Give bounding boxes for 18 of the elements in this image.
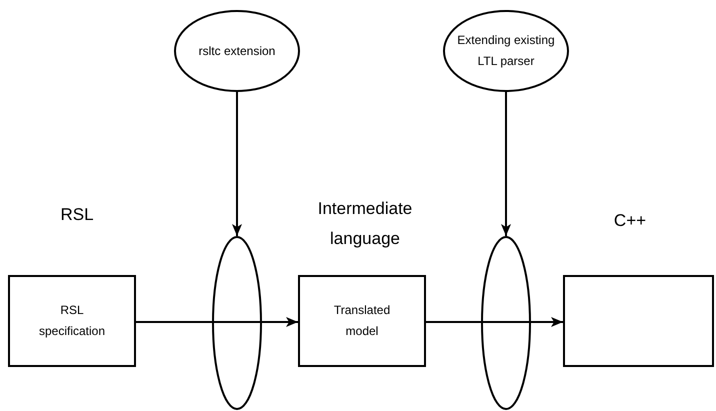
ellipse [481, 236, 531, 410]
ellipse [174, 10, 300, 92]
arrow [232, 92, 242, 236]
process-box [298, 275, 426, 367]
stage-label: Intermediate language [316, 198, 414, 250]
node-text: rsltc extension [198, 42, 276, 60]
process-box [563, 275, 714, 367]
arrow [501, 92, 511, 236]
ellipse [443, 10, 569, 92]
stage-label: RSL [59, 204, 95, 226]
node-text: Extending existing LTL parser [456, 32, 556, 70]
arrow [531, 317, 563, 327]
arrow [262, 317, 298, 327]
node-text: Translated model [332, 302, 392, 340]
process-box [8, 275, 136, 367]
ellipse [212, 236, 262, 410]
node-text: RSL specification [38, 302, 106, 340]
stage-label: C++ [612, 210, 648, 232]
